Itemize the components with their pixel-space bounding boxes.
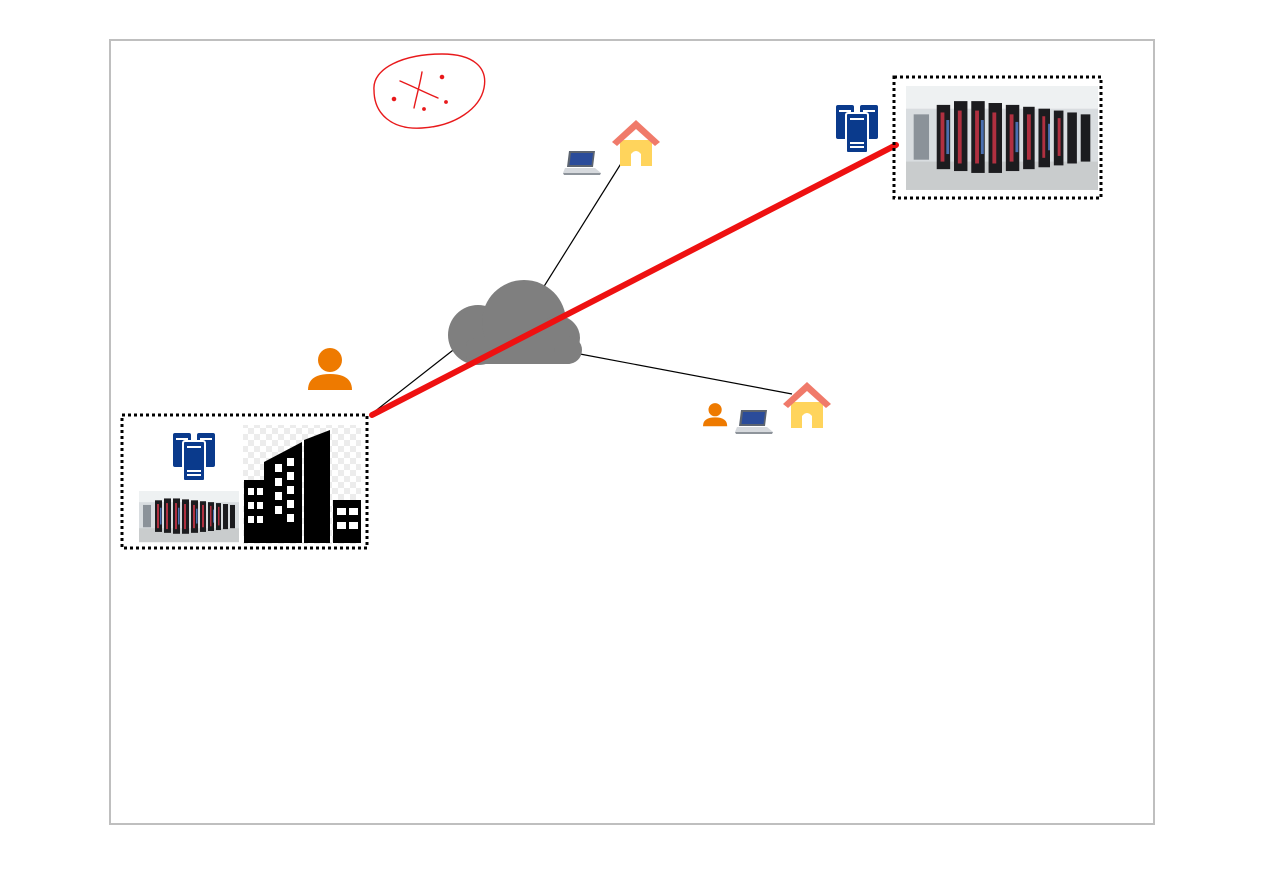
house-icon	[783, 382, 831, 428]
laptop-icon	[563, 151, 601, 175]
office-frame	[120, 413, 369, 550]
laptop-icon	[735, 410, 773, 434]
link-cloud-home-right	[579, 353, 793, 395]
person-icon	[703, 403, 728, 427]
cloud-icon	[448, 280, 582, 365]
server-icon	[835, 104, 879, 154]
link-cloud-home-top	[542, 161, 623, 289]
diagram-slide	[109, 39, 1155, 825]
handwritten-annotation	[373, 53, 486, 129]
server-icon	[172, 432, 216, 482]
link-cloud-office	[373, 346, 458, 413]
datacenter-frame	[892, 75, 1103, 200]
network-diagram	[120, 53, 1103, 550]
highlighted-connection	[369, 142, 899, 418]
building-icon	[243, 425, 361, 544]
server-room-photo	[139, 491, 239, 543]
server-room-photo	[906, 86, 1098, 190]
person-icon	[308, 348, 352, 390]
house-icon	[612, 120, 660, 166]
